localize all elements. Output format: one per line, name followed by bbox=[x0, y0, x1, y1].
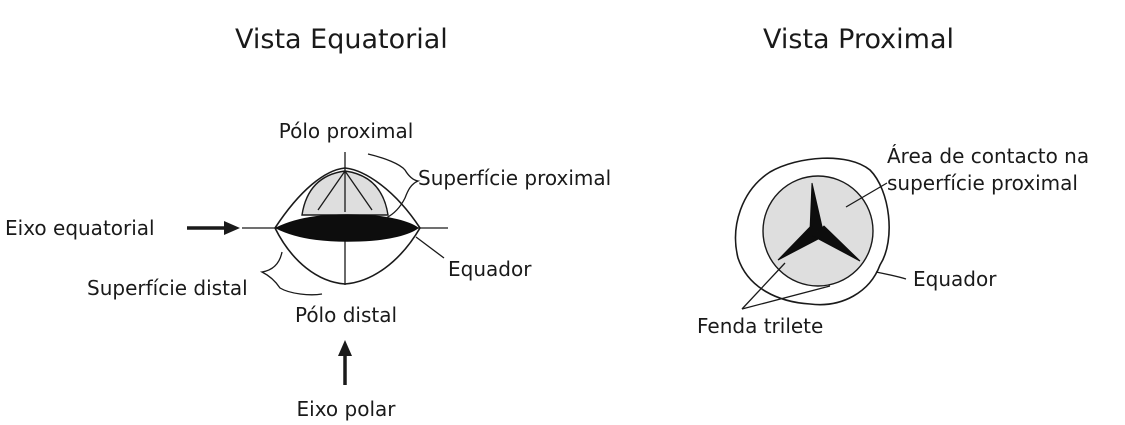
spore-outline-proximal bbox=[734, 157, 890, 306]
label-distal-surface: Superfície distal bbox=[87, 276, 248, 300]
equatorial-band bbox=[274, 214, 419, 242]
trilete-leader-left bbox=[741, 262, 786, 310]
equator-leader-equatorial bbox=[415, 236, 445, 259]
trilete-ray-left bbox=[777, 225, 823, 261]
label-proximal-pole: Pólo proximal bbox=[279, 119, 414, 143]
label-equatorial-axis: Eixo equatorial bbox=[5, 216, 155, 240]
proximal-surface-bracket bbox=[367, 153, 421, 219]
equatorial-view: Vista Equatorial Pólo proximal Superfíci… bbox=[5, 24, 611, 421]
distal-surface-bracket bbox=[259, 251, 323, 296]
proximal-trilete-marks bbox=[317, 170, 373, 212]
equator-leader-proximal bbox=[875, 271, 907, 280]
label-equator-equatorial: Equador bbox=[448, 257, 532, 281]
polar-axis-arrow-head bbox=[338, 340, 352, 356]
label-proximal-surface: Superfície proximal bbox=[418, 166, 611, 190]
proximal-view-title: Vista Proximal bbox=[763, 24, 954, 55]
trilete-ray-right bbox=[812, 225, 861, 262]
label-contact-area-line2: superfície proximal bbox=[887, 171, 1078, 195]
label-equator-proximal: Equador bbox=[913, 267, 997, 291]
label-contact-area-line1: Área de contacto na bbox=[887, 144, 1089, 168]
equatorial-view-title: Vista Equatorial bbox=[235, 24, 448, 55]
trilete-leader-right bbox=[741, 285, 831, 310]
label-distal-pole: Pólo distal bbox=[295, 303, 397, 327]
equatorial-axis-arrow-head bbox=[224, 221, 240, 235]
contact-area-leader bbox=[845, 182, 888, 208]
label-trilete-fissure: Fenda trilete bbox=[697, 314, 823, 338]
label-polar-axis: Eixo polar bbox=[297, 397, 397, 421]
proximal-view: Vista Proximal Área de contacto na super… bbox=[697, 24, 1089, 338]
